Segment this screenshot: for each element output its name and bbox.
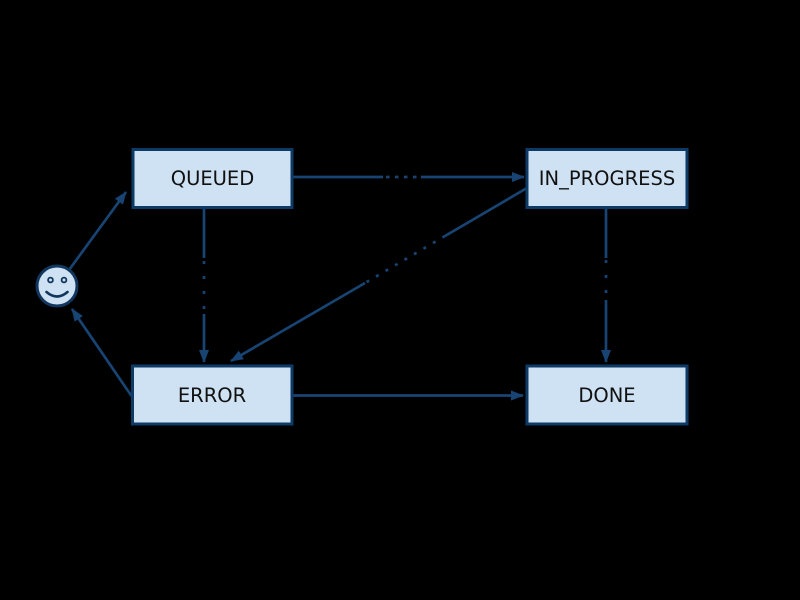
node-done-label: DONE: [578, 384, 635, 407]
start-state-smiley-icon: [35, 264, 79, 308]
node-queued-label: QUEUED: [171, 167, 255, 190]
node-error: ERROR: [131, 364, 294, 426]
smiley-eye-right: [60, 276, 68, 284]
smiley-face: [35, 264, 79, 308]
edge-in-progress-to-error: [230, 186, 528, 363]
node-done-box: [525, 364, 689, 426]
node-queued: QUEUED: [131, 148, 294, 209]
node-queued-box: [131, 148, 294, 209]
node-in-progress-label: IN_PROGRESS: [539, 167, 675, 190]
node-error-label: ERROR: [178, 384, 246, 407]
smiley-mouth: [45, 290, 69, 298]
node-error-box: [131, 364, 294, 426]
node-in-progress-box: [525, 148, 689, 209]
edge-start-to-queued: [67, 191, 128, 271]
node-done: DONE: [525, 364, 689, 426]
node-in-progress: IN_PROGRESS: [525, 148, 689, 209]
edge-error-to-start: [70, 308, 133, 397]
smiley-eye-left: [47, 276, 54, 284]
